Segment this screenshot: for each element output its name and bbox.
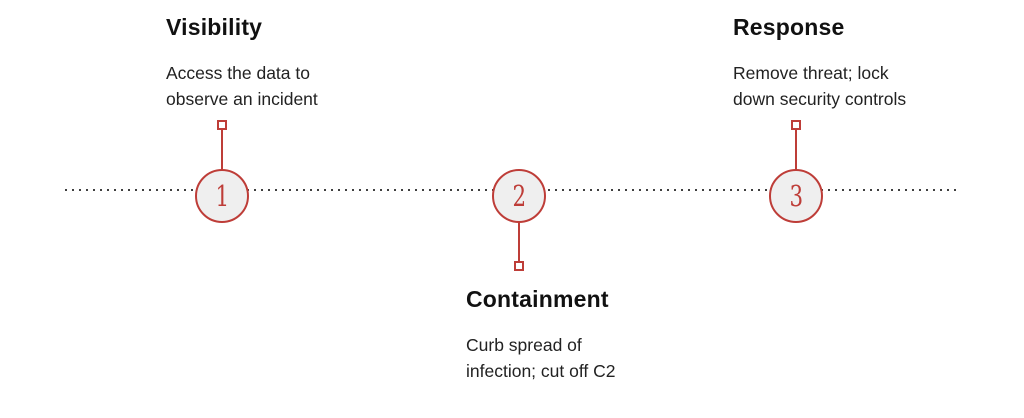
milestone-2-square-marker-icon bbox=[514, 261, 524, 271]
milestone-2-number: 2 bbox=[512, 178, 526, 213]
milestone-3-square-marker-icon bbox=[791, 120, 801, 130]
milestone-2-connector-stem bbox=[518, 222, 520, 262]
milestone-3-connector-stem bbox=[795, 130, 797, 170]
milestone-1-label-block: Visibility Access the data to observe an… bbox=[166, 14, 406, 112]
milestone-2-node: 2 bbox=[492, 169, 546, 223]
milestone-2-label-block: Containment Curb spread of infection; cu… bbox=[466, 286, 706, 384]
milestone-1-number: 1 bbox=[215, 178, 229, 213]
milestone-1-square-marker-icon bbox=[217, 120, 227, 130]
milestone-3-node: 3 bbox=[769, 169, 823, 223]
milestone-3-title: Response bbox=[733, 14, 845, 40]
milestone-1-node: 1 bbox=[195, 169, 249, 223]
milestone-3-number: 3 bbox=[789, 178, 803, 213]
milestone-2-title: Containment bbox=[466, 286, 609, 312]
milestone-3-label-block: Response Remove threat; lock down securi… bbox=[733, 14, 973, 112]
milestone-3-description: Remove threat; lock down security contro… bbox=[733, 63, 907, 109]
milestone-1-title: Visibility bbox=[166, 14, 263, 40]
milestone-2-description: Curb spread of infection; cut off C2 bbox=[466, 335, 616, 381]
milestone-1-description: Access the data to observe an incident bbox=[166, 63, 318, 109]
milestone-1-connector-stem bbox=[221, 130, 223, 170]
